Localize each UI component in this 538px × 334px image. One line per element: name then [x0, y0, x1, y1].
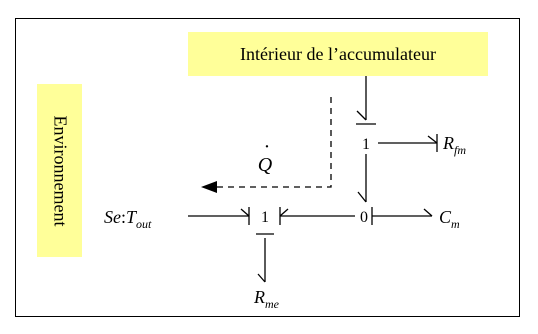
bond-se-half-arrow — [240, 208, 250, 217]
junction-zero: 0 — [360, 209, 368, 226]
element-cm: Cm — [439, 207, 460, 231]
bond-one-lower-half-arrow — [279, 208, 289, 217]
bond-zero-half-arrow — [357, 191, 367, 203]
bond-rme-half-arrow — [257, 273, 266, 283]
element-rfm: Rfm — [442, 133, 466, 157]
heat-flow-dot-accent: · — [264, 136, 271, 158]
heat-flow-dashed-path — [214, 97, 332, 188]
environment-box: Environnement — [37, 84, 82, 257]
element-rme: Rme — [253, 287, 280, 311]
bond-cm-half-arrow — [423, 208, 433, 217]
accumulator-interior-box: Intérieur de l’accumulateur — [188, 32, 488, 76]
accumulator-interior-label: Intérieur de l’accumulateur — [240, 43, 436, 64]
heat-flow-label: Q — [258, 154, 273, 176]
element-se-tout: Se:Tout — [104, 207, 152, 231]
heat-flow-arrow-head — [201, 181, 217, 193]
bond-rfm-half-arrow — [427, 135, 438, 144]
bond-top-half-arrow — [356, 110, 367, 121]
junction-one-lower: 1 — [261, 209, 269, 226]
junction-one-upper: 1 — [362, 136, 370, 153]
